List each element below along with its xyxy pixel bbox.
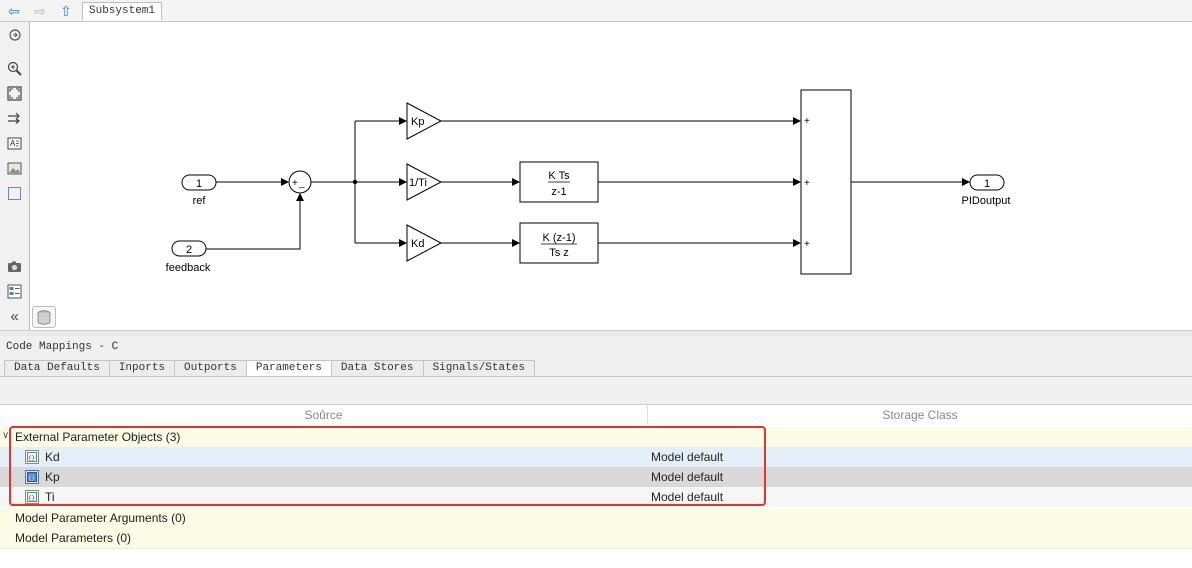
group-label: Model Parameters (0) <box>15 531 132 545</box>
svg-text:A: A <box>10 139 16 148</box>
arrange-icon[interactable] <box>6 110 23 127</box>
outport-label: PIDoutput <box>962 195 1011 207</box>
zoom-icon[interactable] <box>6 60 23 77</box>
adder-sign-2: + <box>804 178 810 189</box>
inport-ref-number: 1 <box>196 178 202 190</box>
integrator-denominator: z-1 <box>551 186 566 198</box>
storage-class-value[interactable]: Model default <box>651 490 724 504</box>
group-label: External Parameter Objects (3) <box>15 430 181 444</box>
panel-title: Code Mappings - C <box>6 341 119 353</box>
breadcrumb[interactable]: Subsystem1 <box>82 2 163 20</box>
left-tool-palette: A « <box>0 22 30 330</box>
parameter-name: Ti <box>45 490 55 504</box>
tab-underline <box>0 376 1192 377</box>
area-icon[interactable] <box>6 185 23 202</box>
inport-feedback-label: feedback <box>166 262 211 274</box>
gain-kd-label: Kd <box>411 238 424 250</box>
up-arrow-icon[interactable]: ⇧ <box>60 2 72 19</box>
adder-sign-1: + <box>804 116 810 127</box>
parameters-table: ˄ Source Storage Class ∨ External Parame… <box>0 404 1192 568</box>
library-browser-button[interactable] <box>32 306 56 328</box>
table-row-ti[interactable]: {} Ti Model default <box>0 487 1192 507</box>
storage-class-value[interactable]: Model default <box>651 450 724 464</box>
gain-kp-block[interactable] <box>406 102 443 140</box>
tab-data-stores[interactable]: Data Stores <box>330 360 424 376</box>
tab-signals-states[interactable]: Signals/States <box>422 360 535 376</box>
property-inspector-icon[interactable] <box>6 283 23 300</box>
inport-ref-label: ref <box>193 195 207 207</box>
column-header-storage-class[interactable]: Storage Class <box>882 408 958 422</box>
column-header-source-label: Source <box>304 408 343 422</box>
parameter-object-icon: {} <box>25 450 39 464</box>
tab-parameters[interactable]: Parameters <box>245 360 332 377</box>
parameter-name: Kp <box>45 470 60 484</box>
svg-text:{}: {} <box>28 455 35 462</box>
parameter-object-icon: {} <box>25 490 39 504</box>
code-mappings-panel: Code Mappings - C Data Defaults Inports … <box>0 336 1192 568</box>
signal-feedback-to-sum[interactable] <box>206 193 304 250</box>
group-row-model-parameters[interactable]: Model Parameters (0) <box>0 528 1192 549</box>
fit-to-view-icon[interactable] <box>6 85 23 102</box>
gain-kp-label: Kp <box>411 116 424 128</box>
sum-minus-sign: _ <box>298 178 305 189</box>
svg-text:{}: {} <box>28 495 35 502</box>
outport-block[interactable] <box>969 174 1005 191</box>
gain-kd-block[interactable] <box>406 224 443 262</box>
group-row-model-parameter-arguments[interactable]: Model Parameter Arguments (0) <box>0 508 1192 529</box>
image-icon[interactable] <box>6 160 23 177</box>
storage-class-value[interactable]: Model default <box>651 470 724 484</box>
adder-block[interactable] <box>800 89 852 275</box>
annotation-icon[interactable]: A <box>6 135 23 152</box>
integrator-numerator: K Ts <box>548 170 570 182</box>
derivative-numerator: K (z-1) <box>543 232 576 244</box>
tab-inports[interactable]: Inports <box>108 360 176 376</box>
tab-outports[interactable]: Outports <box>174 360 247 376</box>
gain-ti-block[interactable] <box>406 163 443 201</box>
database-icon <box>37 309 51 325</box>
sort-indicator-icon: ˄ <box>320 407 326 417</box>
gain-ti-label: 1/Ti <box>409 177 427 189</box>
back-arrow-icon[interactable]: ⇦ <box>8 2 20 19</box>
table-row-kp[interactable]: {} Kp Model default <box>0 467 1192 487</box>
forward-arrow-icon[interactable]: ⇨ <box>34 2 46 19</box>
table-row-kd[interactable]: {} Kd Model default <box>0 447 1192 467</box>
outport-number: 1 <box>984 178 990 190</box>
adder-sign-3: + <box>804 239 810 250</box>
model-canvas[interactable]: 1 ref 2 feedback + _ Kp 1/Ti Kd K Ts <box>30 22 1192 330</box>
hide-show-browser-icon[interactable] <box>6 26 23 43</box>
inport-feedback-number: 2 <box>186 244 192 256</box>
mapping-tabs: Data Defaults Inports Outports Parameter… <box>4 360 535 377</box>
svg-text:{}: {} <box>28 475 35 482</box>
tab-data-defaults[interactable]: Data Defaults <box>4 360 110 376</box>
derivative-denominator: Ts z <box>549 247 569 259</box>
parameter-name: Kd <box>45 450 60 464</box>
top-toolbar: ⇦ ⇨ ⇧ Subsystem1 <box>0 0 1192 22</box>
column-header-source[interactable]: ˄ Source <box>0 405 648 424</box>
derivative-block[interactable] <box>519 222 599 264</box>
parameter-object-icon: {} <box>25 470 39 484</box>
collapse-palette-icon[interactable]: « <box>10 308 19 325</box>
highlight-box <box>9 426 766 506</box>
sum-plus-sign: + <box>292 178 298 189</box>
screenshot-icon[interactable] <box>6 258 23 275</box>
chevron-down-icon[interactable]: ∨ <box>2 430 10 441</box>
block-diagram: 1 ref 2 feedback + _ Kp 1/Ti Kd K Ts <box>166 89 1011 275</box>
group-label: Model Parameter Arguments (0) <box>15 511 186 525</box>
